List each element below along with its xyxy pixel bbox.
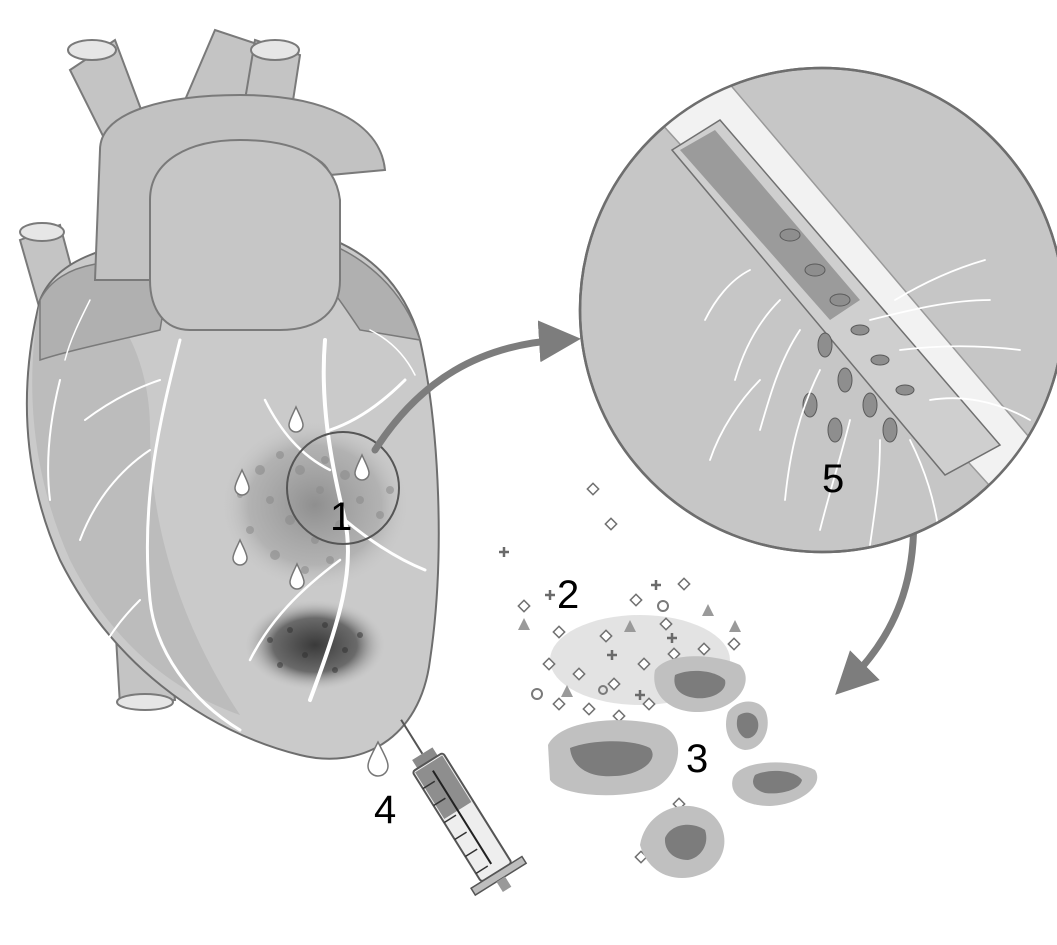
label-5: 5 <box>822 457 844 501</box>
pulmonary-trunk <box>150 140 340 330</box>
label-2: 2 <box>557 573 579 617</box>
syringe-icon <box>376 704 533 905</box>
cell-cluster <box>654 656 745 712</box>
cell-cluster <box>640 806 724 878</box>
scar-tissue <box>245 600 385 690</box>
cell-cluster <box>732 762 817 806</box>
label-3: 3 <box>686 737 708 781</box>
magnified-vessel-icon <box>580 55 1057 560</box>
label-1: 1 <box>330 495 352 539</box>
cell-cluster <box>726 702 768 751</box>
cell-cluster <box>548 720 678 795</box>
heart-illustration <box>20 30 439 759</box>
label-4: 4 <box>374 788 396 832</box>
